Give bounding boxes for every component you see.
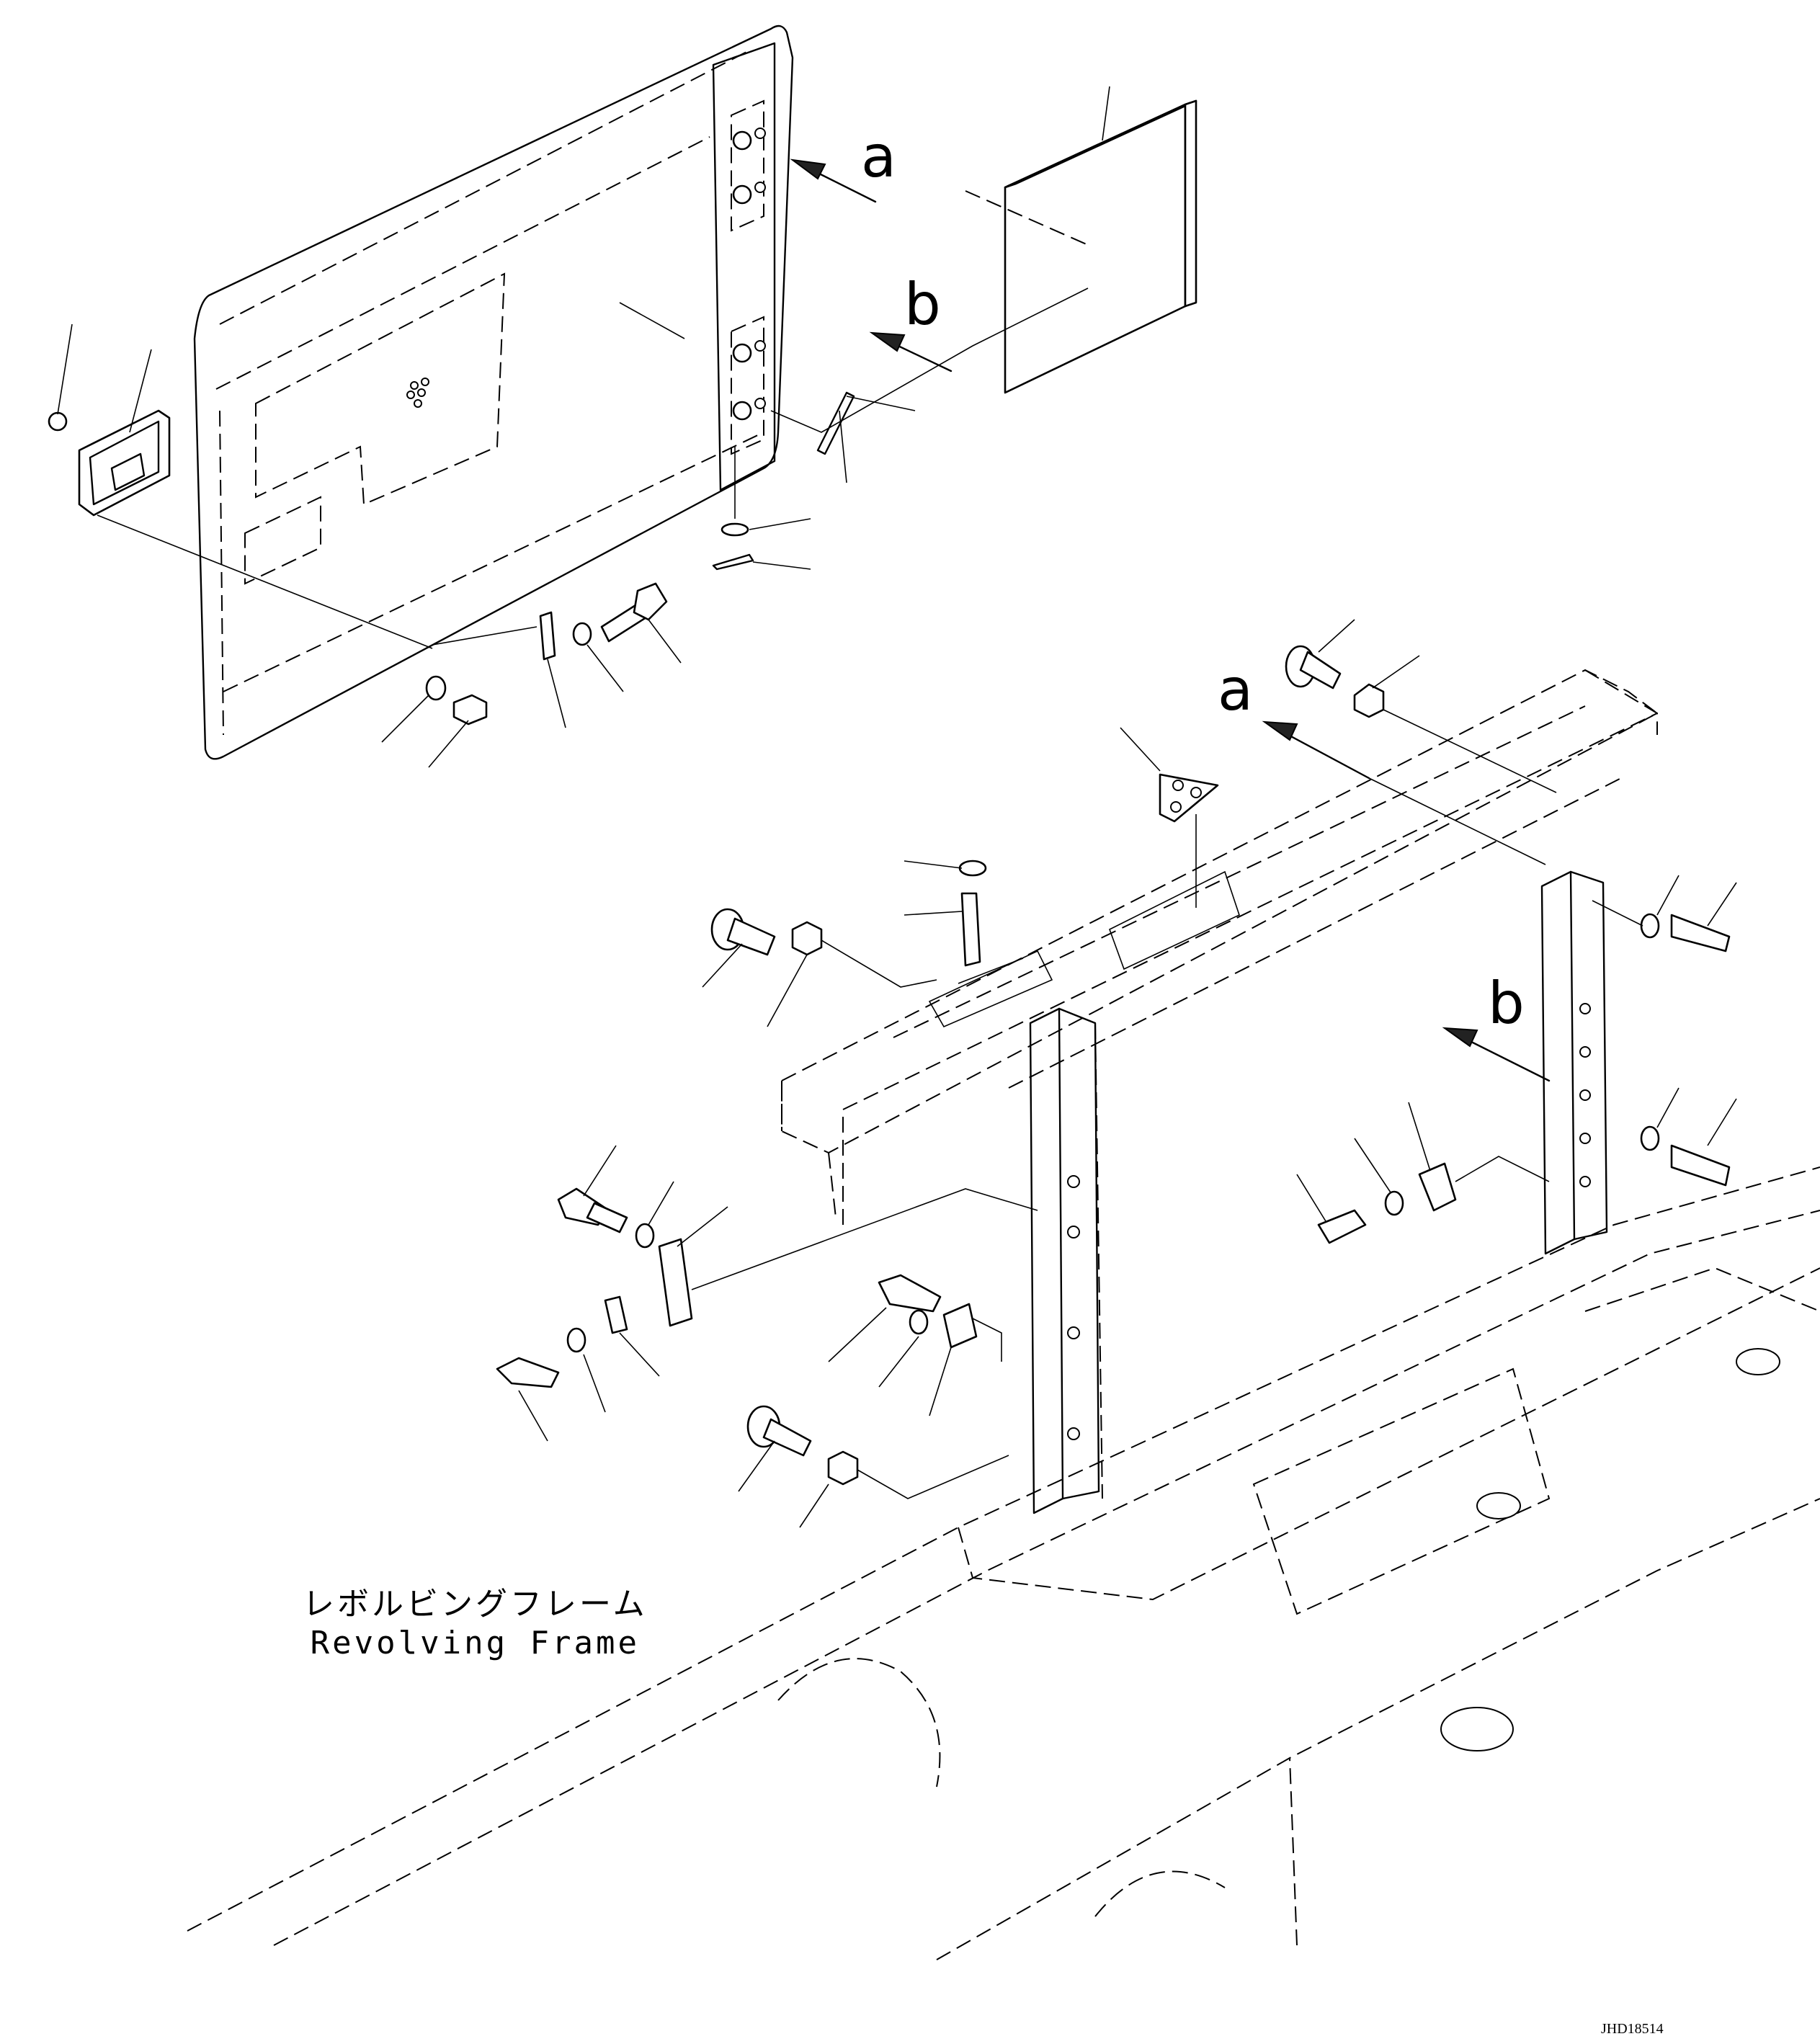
frame-fasteners-lower-center	[738, 1274, 1009, 1528]
frame-fasteners-center	[702, 860, 987, 1027]
pin-and-washer	[712, 447, 811, 571]
upper-frame-beam	[781, 669, 1659, 1225]
revolving-frame-label: レボルビングフレーム Revolving Frame	[303, 1585, 648, 1663]
callout-arrow-b-frame: b	[1442, 970, 1551, 1082]
callout-arrow-b-top: b	[869, 271, 953, 372]
callout-arrow-a-top: a	[790, 123, 896, 203]
callout-letter-b-top: b	[904, 271, 941, 338]
frame-fasteners-right-center	[1296, 1102, 1550, 1244]
perforated-vent-area	[928, 870, 1240, 1028]
right-vertical-post	[1540, 870, 1608, 1255]
door-hinge-strip	[712, 42, 776, 491]
lower-chassis	[187, 1166, 1820, 1960]
top-bracket-plate	[1120, 727, 1219, 908]
callout-arrow-a-frame: a	[1218, 656, 1546, 865]
insulation-pad	[965, 86, 1197, 394]
frame-fasteners-top-right	[1285, 619, 1737, 1187]
revolving-frame-label-english: Revolving Frame	[310, 1625, 641, 1661]
door-stay-rod	[816, 391, 916, 483]
left-vertical-post	[1029, 1007, 1103, 1514]
door-fasteners	[381, 582, 682, 768]
callout-letter-b-frame: b	[1488, 970, 1525, 1037]
leader-lines	[619, 287, 1089, 984]
callout-letter-a-top: a	[861, 123, 896, 190]
latch-assembly	[48, 323, 433, 649]
revolving-frame-label-japanese: レボルビングフレーム	[303, 1586, 648, 1623]
drawing-number: JHD18514	[1601, 2021, 1664, 2037]
frame-fasteners-lower-left	[496, 1145, 1038, 1442]
callout-letter-a-frame: a	[1218, 656, 1253, 723]
access-panel	[193, 24, 794, 760]
